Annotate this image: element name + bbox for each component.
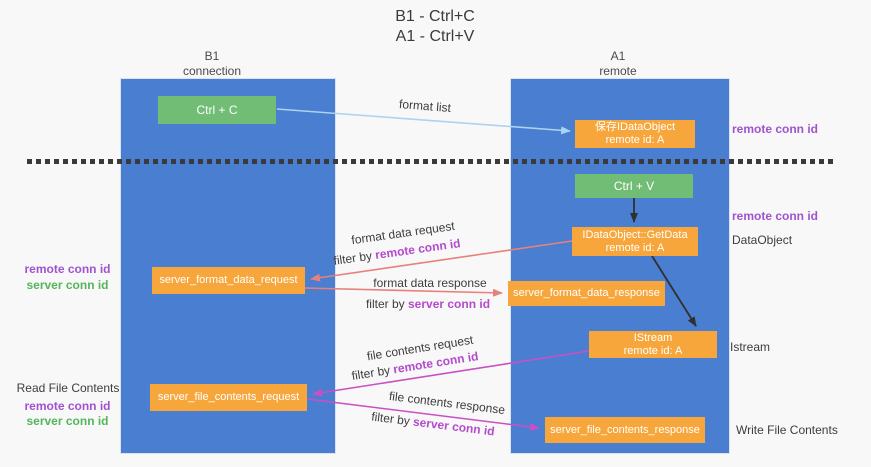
format-data-response-label: format data response bbox=[373, 276, 487, 290]
left-remote-conn-id-2: remote conn id bbox=[24, 399, 111, 413]
istream-margin-label: Istream bbox=[730, 340, 771, 354]
right-remote-conn-id-2: remote conn id bbox=[732, 209, 819, 223]
read-file-contents-label: Read File Contents bbox=[16, 381, 120, 395]
save-idataobject-line1: 保存IDataObject bbox=[594, 121, 676, 133]
lifeline-a1-name: A1 bbox=[610, 49, 626, 63]
ctrl-v-box: Ctrl + V bbox=[575, 174, 693, 198]
lifeline-a1-role: remote bbox=[599, 64, 637, 78]
left-remote-conn-id-1: remote conn id bbox=[24, 262, 111, 276]
write-file-contents-label: Write File Contents bbox=[736, 423, 838, 437]
server-format-data-response-box: server_format_data_response bbox=[508, 281, 665, 306]
filter-by-text: filter by bbox=[365, 297, 405, 311]
istream-line2: remote id: A bbox=[623, 344, 683, 357]
ctrl-v-label: Ctrl + V bbox=[613, 178, 655, 193]
right-remote-conn-id-1: remote conn id bbox=[732, 122, 819, 136]
server-file-contents-response-label: server_file_contents_response bbox=[550, 423, 700, 436]
idataobject-getdata-box: IDataObject::GetData remote id: A bbox=[572, 227, 698, 256]
ctrl-c-box: Ctrl + C bbox=[158, 96, 276, 124]
server-file-contents-response-box: server_file_contents_response bbox=[545, 417, 705, 443]
server-format-data-request-box: server_format_data_request bbox=[152, 267, 305, 294]
lifeline-header-b1: B1 connection bbox=[147, 49, 277, 79]
server-conn-id-highlight: server conn id bbox=[408, 297, 491, 311]
getdata-line1: IDataObject::GetData bbox=[582, 228, 688, 241]
save-idataobject-line2: remote id: A bbox=[605, 134, 665, 146]
save-idataobject-box: 保存IDataObject remote id: A bbox=[575, 120, 695, 148]
ctrl-c-label: Ctrl + C bbox=[196, 102, 238, 117]
filter-by-text: filter by bbox=[350, 363, 392, 383]
filter-by-text: filter by bbox=[332, 248, 373, 268]
server-format-data-response-label: server_format_data_response bbox=[513, 287, 660, 299]
diagram-title-line1: B1 - Ctrl+C bbox=[395, 8, 475, 25]
lifeline-b1-name: B1 bbox=[204, 49, 220, 63]
istream-line1: IStream bbox=[633, 331, 673, 344]
istream-box: IStream remote id: A bbox=[589, 331, 717, 358]
session-divider-dashed-line bbox=[27, 159, 833, 164]
left-server-conn-id-2: server conn id bbox=[26, 414, 109, 428]
server-conn-id-highlight: server conn id bbox=[412, 414, 496, 439]
left-server-conn-id-1: server conn id bbox=[26, 278, 109, 292]
diagram-title-line2: A1 - Ctrl+V bbox=[395, 28, 475, 45]
lifeline-header-a1: A1 remote bbox=[553, 49, 683, 79]
lifeline-b1-role: connection bbox=[182, 64, 242, 78]
server-file-contents-request-box: server_file_contents_request bbox=[150, 384, 307, 411]
getdata-line2: remote id: A bbox=[605, 241, 665, 254]
server-format-data-request-label: server_format_data_request bbox=[159, 274, 298, 286]
filter-by-server-1: filter by server conn id bbox=[343, 297, 513, 311]
format-list-label: format list bbox=[398, 96, 452, 116]
filter-by-text: filter by bbox=[370, 409, 411, 429]
server-file-contents-request-label: server_file_contents_request bbox=[157, 391, 300, 403]
dataobject-label: DataObject bbox=[732, 233, 793, 247]
